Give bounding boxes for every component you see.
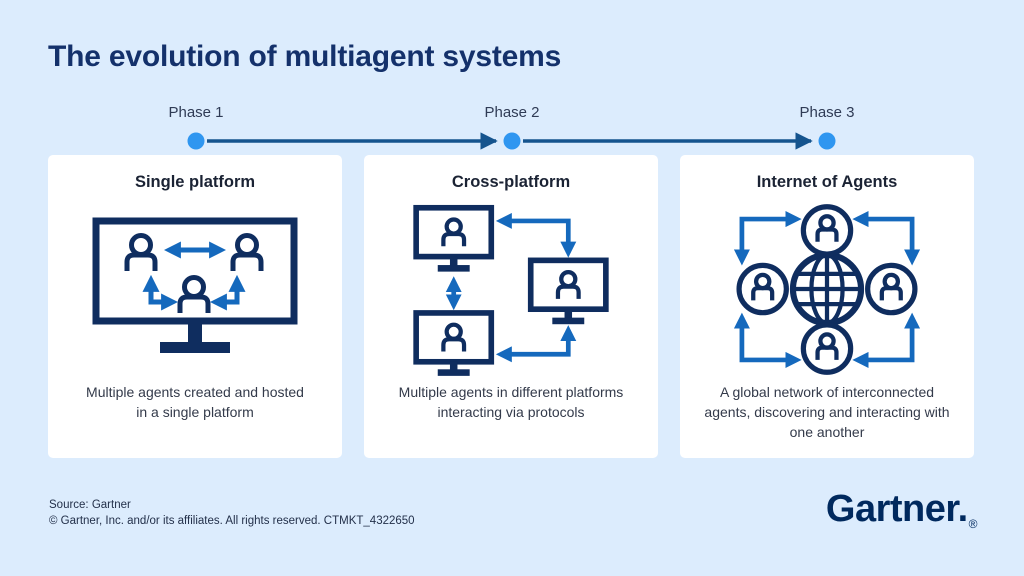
single-platform-monitor-icon <box>92 217 298 353</box>
agent-person-icon <box>177 275 211 313</box>
circled-agent-icon <box>865 262 918 315</box>
card-description: Multiple agents in different platforms i… <box>398 384 624 420</box>
timeline: Phase 1 Phase 2 Phase 3 <box>0 0 1024 160</box>
timeline-phase-2-label: Phase 2 <box>484 104 540 121</box>
registered-trademark-icon: ® <box>968 517 978 531</box>
card-description: Multiple agents created and hosted in a … <box>86 384 304 420</box>
footer-source-block: Source: Gartner © Gartner, Inc. and/or i… <box>49 497 415 529</box>
timeline-dot-phase-2 <box>503 132 521 150</box>
card-title: Internet of Agents <box>756 173 898 191</box>
card-description: A global network of interconnected agent… <box>704 384 950 440</box>
card-title: Single platform <box>134 173 256 191</box>
card-title: Cross-platform <box>451 173 571 191</box>
agent-person-icon <box>124 233 158 271</box>
source-line: Source: Gartner <box>49 499 131 511</box>
monitor-icon <box>92 217 298 353</box>
network-arrows <box>733 210 921 368</box>
interaction-arrows <box>142 241 246 311</box>
monitor-agent-icon <box>527 257 609 325</box>
card-internet-of-agents: Internet of Agents <box>680 155 974 458</box>
copyright-line: © Gartner, Inc. and/or its affiliates. A… <box>49 515 415 527</box>
page-title: The evolution of multiagent systems <box>48 40 562 73</box>
protocol-arrows <box>445 212 577 363</box>
cross-platform-monitors-icon <box>413 204 609 376</box>
monitor-agent-icon <box>413 204 495 272</box>
gartner-logo-text: Gartner. <box>825 488 968 530</box>
circled-agent-icon <box>800 203 854 257</box>
card-cross-platform: Cross-platform <box>364 155 658 458</box>
agent-person-icon <box>230 233 264 271</box>
timeline-arrow-graphic <box>187 132 836 150</box>
globe-icon <box>789 251 865 326</box>
circled-agent-icon <box>736 262 789 315</box>
timeline-dot-phase-3 <box>818 132 836 150</box>
phase-cards: Single platform <box>48 155 975 458</box>
circled-agent-icon <box>800 321 854 375</box>
internet-of-agents-globe-icon <box>733 203 921 375</box>
card-single-platform: Single platform <box>48 155 342 458</box>
monitor-agent-icon <box>413 310 495 376</box>
timeline-phase-1-label: Phase 1 <box>168 104 224 121</box>
timeline-dot-phase-1 <box>187 132 205 150</box>
timeline-phase-3-label: Phase 3 <box>799 104 855 121</box>
gartner-logo: Gartner.® <box>825 488 978 531</box>
